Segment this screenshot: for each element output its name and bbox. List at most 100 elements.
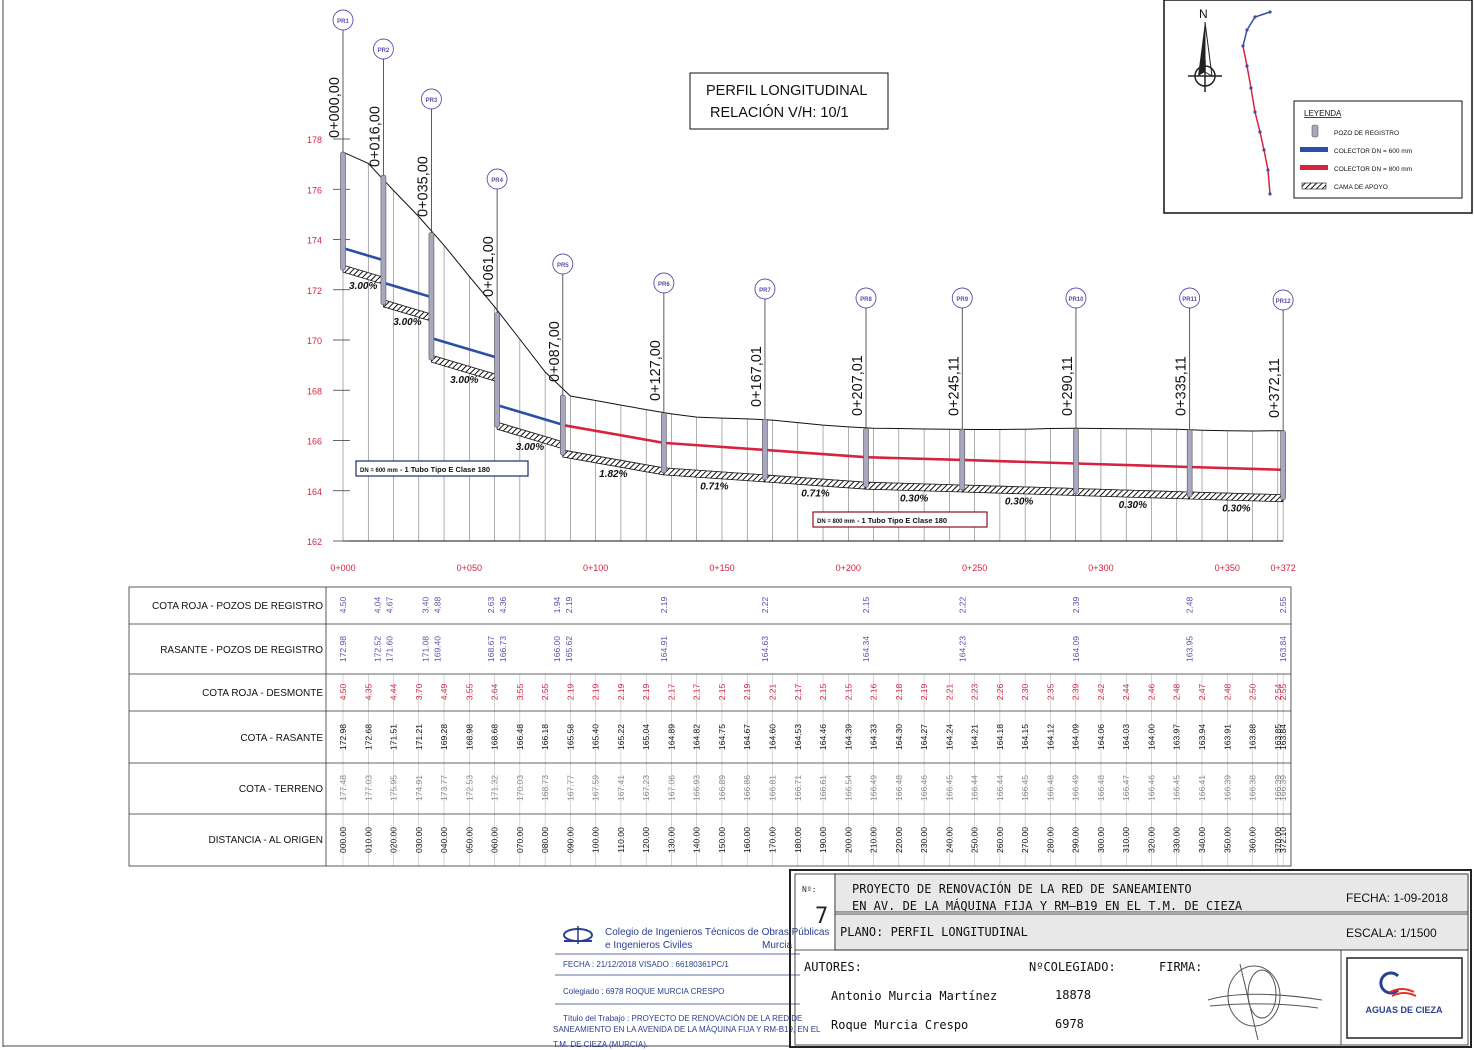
cell-rasante-pozo: 164.34 (861, 636, 871, 662)
legend-item-dn600: COLECTOR DN = 600 mm (1334, 148, 1412, 155)
cell-rasante-pozo: 172.98 (338, 636, 348, 662)
manhole-marker-icon (332, 9, 354, 31)
dn600-note: DN = 600 mm - 1 Tubo Tipo E Clase 180 (355, 460, 529, 477)
trabajo-title-line3: T.M. DE CIEZA (MURCIA). (553, 1040, 648, 1049)
legend-title: LEYENDA (1304, 109, 1342, 118)
slope-label: 0.30% (1119, 500, 1147, 511)
colegio-name-line1: Colegio de Ingenieros Técnicos de Obras … (605, 927, 829, 938)
manhole-shaft (428, 232, 435, 361)
cell-cota-roja-desmonte: 2.47 (1197, 683, 1207, 700)
profile-data-table: COTA ROJA - POZOS DE REGISTRO RASANTE - … (128, 586, 1292, 867)
cell-cota-rasante: 164.03 (1121, 724, 1131, 750)
manhole-id: PR1 (337, 19, 349, 25)
y-tick-label: 172 (307, 286, 322, 296)
colegio-region: Murcia (762, 940, 792, 951)
cell-cota-rasante: 164.15 (1020, 724, 1030, 750)
cell-cota-rasante: 163.88 (1248, 724, 1258, 750)
handwritten-signature (1207, 963, 1323, 1041)
manhole-id: PR12 (1276, 299, 1292, 305)
cell-cota-rasante: 163.85 (1273, 724, 1283, 750)
x-tick-label: 0+050 (457, 563, 482, 573)
cell-cota-terreno: 166.45 (1020, 775, 1030, 801)
cell-cota-rasante: 164.67 (742, 724, 752, 750)
manhole-shaft (762, 418, 768, 481)
manhole-chainage: 0+000,00 (327, 77, 343, 138)
manhole-marker-icon (653, 272, 675, 294)
cell-cota-terreno: 166.44 (970, 775, 980, 801)
aguas-de-cieza-logo: AGUAS DE CIEZA (1346, 957, 1463, 1039)
slope-label: 0.30% (900, 494, 928, 505)
drawing-scale: ESCALA: 1/1500 (1346, 926, 1437, 940)
cell-distancia: 330.00 (1172, 827, 1182, 853)
x-tick-label: 0+350 (1215, 563, 1240, 573)
cell-distancia: 320.00 (1146, 827, 1156, 853)
cell-rasante-pozo: 171.60 (384, 636, 394, 662)
manhole-shaft (863, 427, 869, 488)
cell-rasante-pozo: 164.91 (659, 636, 669, 662)
cell-cota-terreno: 166.39 (1222, 775, 1232, 801)
cell-cota-rasante: 163.97 (1172, 724, 1182, 750)
cell-cota-roja-desmonte: 4.50 (338, 683, 348, 700)
slope-label: 0.30% (1005, 497, 1033, 508)
bedding-segment (764, 474, 867, 490)
cell-cota-terreno: 166.48 (894, 775, 904, 801)
cell-cota-rasante: 172.98 (338, 724, 348, 750)
x-tick-label: 0+300 (1088, 563, 1113, 573)
pipe-segment-dn600 (431, 336, 498, 359)
cell-cota-rasante: 165.40 (591, 724, 601, 750)
cell-cota-terreno: 166.81 (768, 775, 778, 801)
cell-rasante-pozo: 165.62 (564, 636, 574, 662)
cell-rasante-pozo: 169.40 (432, 636, 442, 662)
cell-cota-rasante: 164.33 (869, 724, 879, 750)
slope-label: 0.30% (1222, 503, 1250, 514)
manhole-id: PR11 (1182, 297, 1197, 303)
cell-cota-roja-desmonte: 2.23 (970, 683, 980, 700)
x-tick-label: 0+250 (962, 563, 987, 573)
svg-text:DN = 800 mm - 1 Tubo Tipo E Cl: DN = 800 mm - 1 Tubo Tipo E Clase 180 (817, 516, 947, 525)
cell-cota-rasante: 164.30 (894, 724, 904, 750)
cell-distancia: 230.00 (919, 827, 929, 853)
cell-cota-rasante: 164.00 (1146, 724, 1156, 750)
manhole-chainage: 0+167,01 (749, 346, 765, 407)
manhole-id: PR3 (426, 98, 438, 104)
dn600-note-prefix: DN = 600 mm (360, 468, 398, 474)
row-label-distancia: DISTANCIA - AL ORIGEN (209, 835, 323, 846)
legend-item-pozo: POZO DE REGISTRO (1334, 130, 1399, 137)
drawing-name: PLANO: PERFIL LONGITUDINAL (840, 925, 1028, 939)
cell-cota-terreno: 167.06 (666, 775, 676, 801)
cell-cota-terreno: 166.61 (818, 775, 828, 801)
cell-rasante-pozo: 163.95 (1185, 636, 1195, 662)
manhole-id: PR6 (658, 282, 670, 288)
cell-cota-terreno: 166.41 (1197, 775, 1207, 801)
pipe-segment-dn800 (962, 458, 1077, 465)
cell-cota-roja-pozo: 2.22 (760, 596, 770, 613)
manhole-marker-icon (420, 88, 442, 110)
cell-cota-terreno: 174.91 (414, 775, 424, 801)
cell-cota-roja-pozo: 2.55 (1278, 596, 1288, 613)
cell-cota-rasante: 165.58 (565, 724, 575, 750)
pipe-segment-dn800 (663, 441, 766, 452)
cell-distancia: 010.00 (363, 827, 373, 853)
aguas-de-cieza-wordmark: AGUAS DE CIEZA (1365, 1005, 1443, 1015)
cell-cota-roja-desmonte: 2.44 (1121, 683, 1131, 700)
slope-label: 3.00% (516, 442, 544, 453)
cell-cota-terreno: 166.89 (717, 775, 727, 801)
x-tick-label: 0+100 (583, 563, 608, 573)
authors-label: AUTORES: (804, 960, 862, 974)
manhole-chainage: 0+207,01 (850, 355, 866, 416)
cell-cota-terreno: 167.77 (565, 775, 575, 801)
cell-cota-terreno: 171.32 (490, 775, 500, 801)
manhole-marker-icon (1179, 287, 1201, 309)
manhole-marker-icon (1272, 289, 1294, 311)
cell-cota-roja-desmonte: 2.54 (1273, 683, 1283, 700)
cell-distancia: 160.00 (742, 827, 752, 853)
cell-cota-terreno: 166.49 (1071, 775, 1081, 801)
pipe-invert-line (764, 474, 867, 483)
x-tick-label: 0+000 (330, 563, 355, 573)
pipe-segment-dn800 (1189, 465, 1284, 472)
cell-cota-roja-desmonte: 2.55 (1278, 683, 1288, 700)
cell-cota-terreno: 166.46 (919, 775, 929, 801)
pipe-invert-line (1075, 488, 1190, 493)
manhole-marker-icon (552, 253, 574, 275)
